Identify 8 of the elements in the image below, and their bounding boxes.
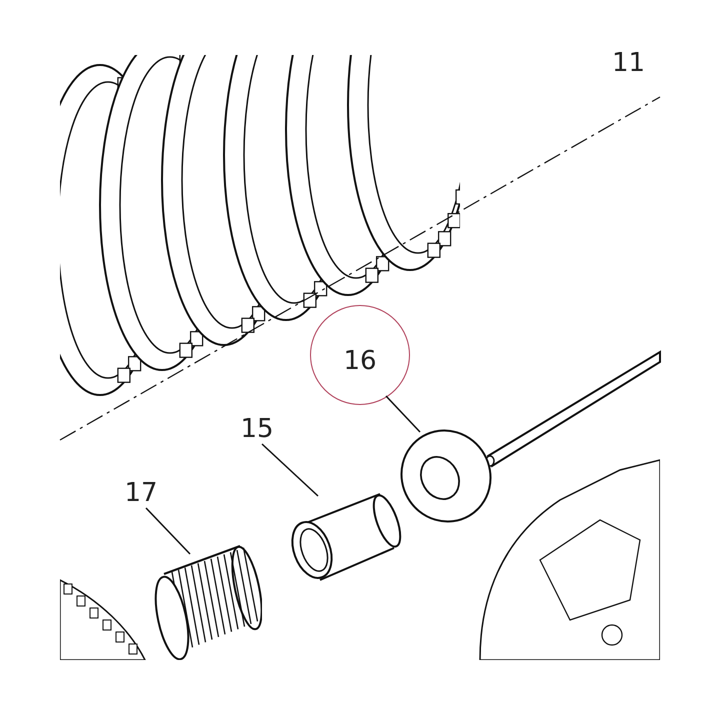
- callout-number: 15: [240, 416, 274, 442]
- highlight-circle: [310, 305, 410, 405]
- callout-number: 16: [342, 348, 378, 374]
- callout-number: 17: [124, 480, 158, 506]
- leader-line: [262, 443, 318, 497]
- leader-line: [145, 507, 191, 555]
- callout-number: 11: [612, 50, 646, 76]
- leader-line: [385, 395, 421, 433]
